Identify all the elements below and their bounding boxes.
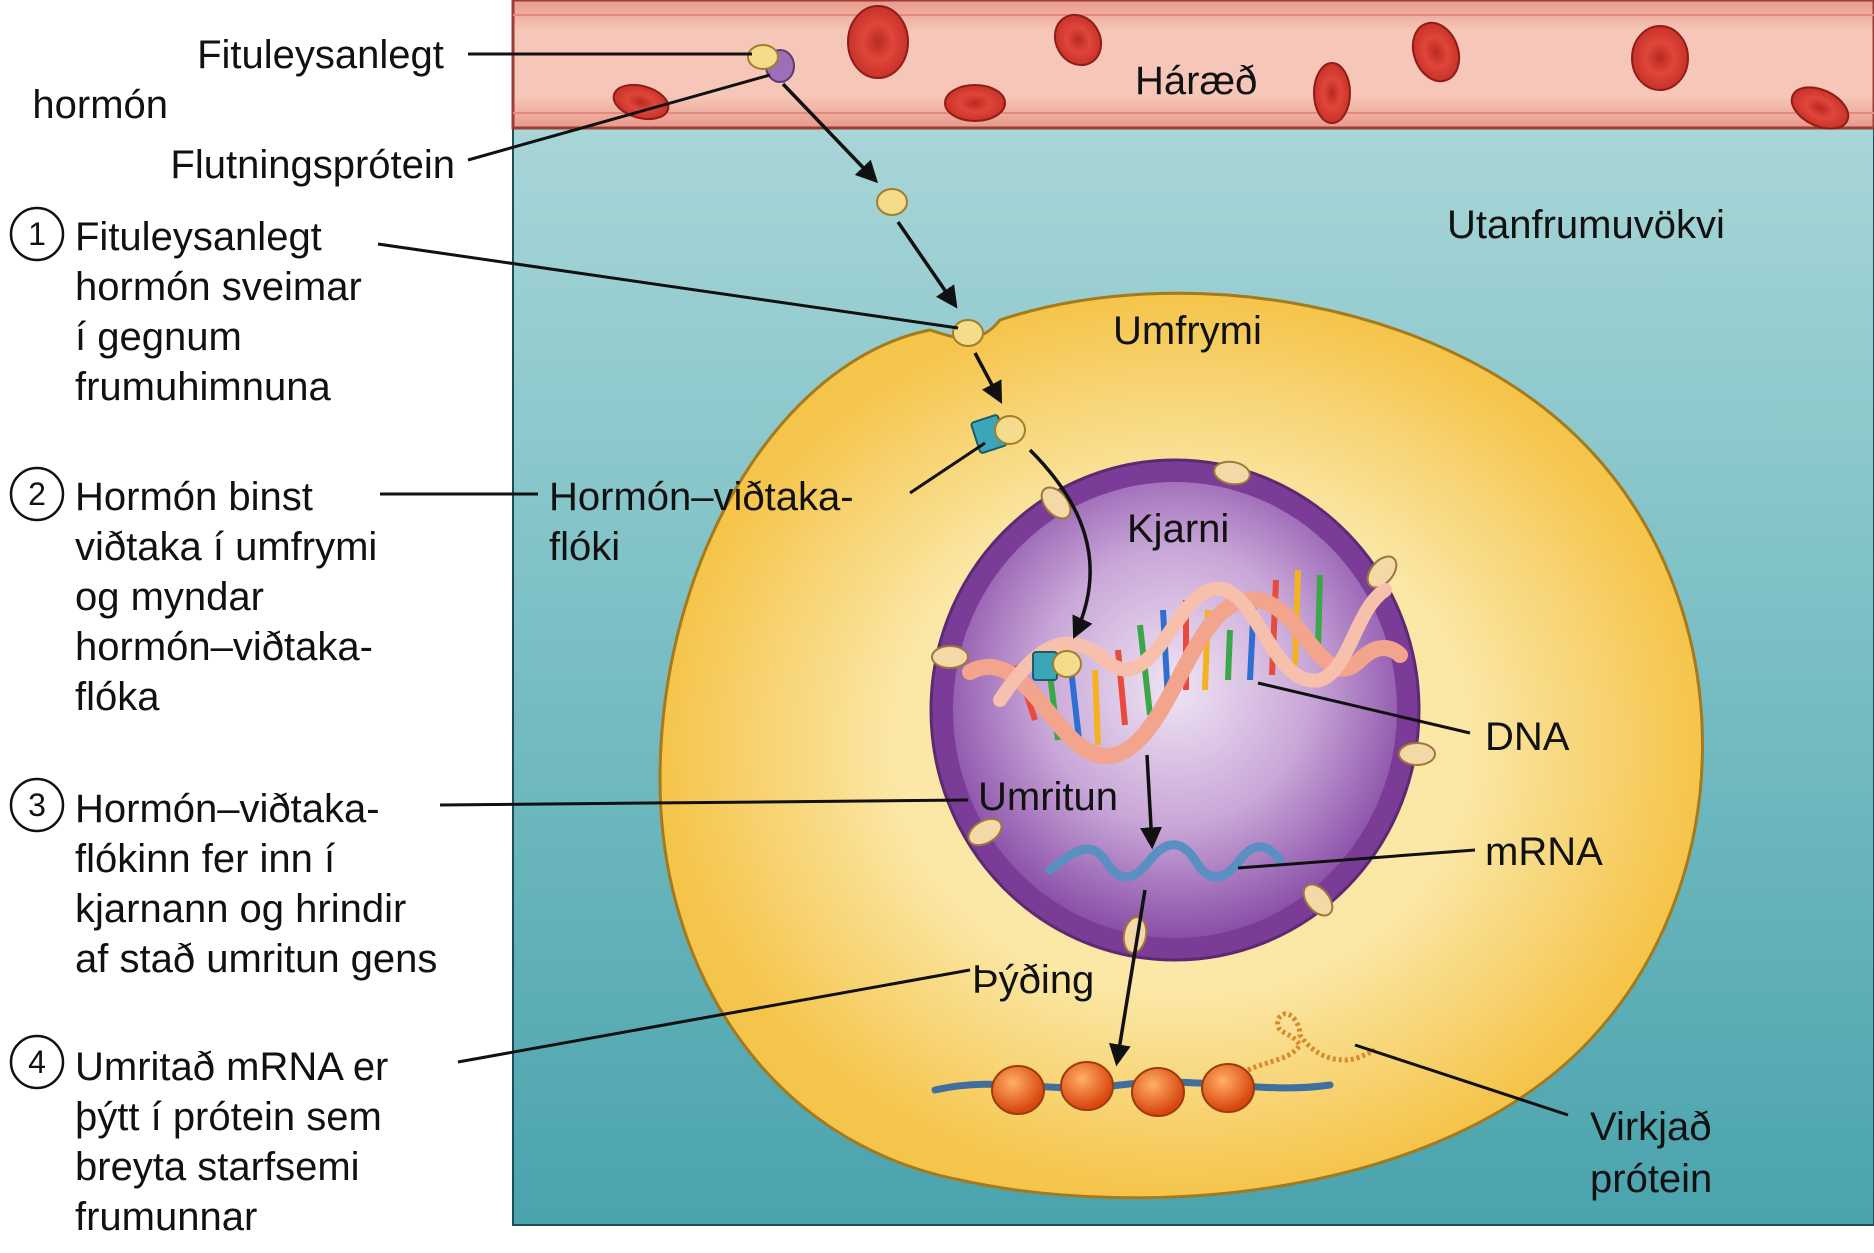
- nucleus-label: Kjarni: [1127, 507, 1229, 551]
- activated-protein-label-line: prótein: [1590, 1157, 1712, 1201]
- step-number: 4: [28, 1044, 46, 1080]
- step-text-line: Umritað mRNA er: [75, 1045, 388, 1089]
- dna-helix: [962, 569, 1408, 765]
- step-1: 1 Fituleysanlegt hormón sveimar í gegnum…: [9, 206, 373, 409]
- step-text-line: frumunnar: [75, 1195, 257, 1239]
- step-text-line: Hormón–viðtaka-: [75, 787, 380, 831]
- red-blood-cell: [944, 84, 1006, 122]
- step-text-line: hormón–viðtaka-: [75, 625, 373, 669]
- protein-chain: [1246, 1011, 1377, 1073]
- cytoplasm-label: Umfrymi: [1113, 309, 1262, 353]
- step-text-line: frumuhimnuna: [75, 365, 331, 409]
- nuclear-pores: [931, 460, 1436, 954]
- step-number-circle: [9, 1034, 65, 1090]
- step-text-line: í gegnum: [75, 315, 242, 359]
- translation-complex: [931, 1011, 1377, 1117]
- step-text-line: og myndar: [75, 575, 264, 619]
- hormone-molecule: [876, 188, 908, 216]
- step-number: 3: [28, 787, 46, 823]
- hormone-transport-complex: [747, 44, 795, 83]
- complex-label-line: Hormón–viðtaka-: [549, 475, 854, 519]
- ribosome: [991, 1065, 1045, 1115]
- step-number: 2: [28, 476, 46, 512]
- step-text-line: breyta starfsemi: [75, 1145, 360, 1189]
- red-blood-cell: [1411, 21, 1461, 83]
- step-text: Umritað mRNA er þýtt í prótein sem breyt…: [75, 1045, 400, 1239]
- translation-label: Þýðing: [972, 958, 1094, 1002]
- capillary-label: Háræð: [1135, 59, 1257, 103]
- activated-protein-label: Virkjað prótein: [1590, 1105, 1723, 1201]
- step-number: 1: [28, 216, 46, 252]
- red-blood-cell: [847, 5, 909, 79]
- red-blood-cell: [1631, 25, 1689, 91]
- hormone-receptor-complex: [970, 414, 1026, 454]
- step-text: Fituleysanlegt hormón sveimar í gegnum f…: [75, 215, 373, 409]
- ribosome: [1060, 1061, 1114, 1111]
- red-blood-cell: [1790, 86, 1850, 130]
- transcription-label: Umritun: [978, 775, 1118, 819]
- ribosome: [1201, 1063, 1255, 1113]
- mrna-strand: [1045, 840, 1285, 882]
- red-blood-cells: [612, 5, 1850, 130]
- step-text-line: viðtaka í umfrymi: [75, 525, 377, 569]
- step-text-line: þýtt í prótein sem: [75, 1095, 382, 1139]
- step-number-circle: [9, 777, 65, 833]
- hormone-molecule: [952, 319, 984, 347]
- step-text-line: kjarnann og hrindir: [75, 887, 406, 931]
- step-text: Hormón binst viðtaka í umfrymi og myndar…: [75, 475, 388, 719]
- step-text: Hormón–viðtaka- flókinn fer inn í kjarna…: [75, 787, 437, 981]
- activated-protein-label-line: Virkjað: [1590, 1105, 1712, 1149]
- step-3: 3 Hormón–viðtaka- flókinn fer inn í kjar…: [9, 777, 437, 981]
- process-arrows: [781, 82, 1163, 1067]
- complex-label: Hormón–viðtaka- flóki: [549, 475, 865, 569]
- step-4: 4 Umritað mRNA er þýtt í prótein sem bre…: [9, 1034, 400, 1239]
- hormone-label-line: Fituleysanlegt: [197, 33, 444, 77]
- extracellular-label: Utanfrumuvökvi: [1447, 203, 1725, 247]
- ribosome: [1131, 1067, 1185, 1117]
- complex-label-line: flóki: [549, 525, 620, 569]
- step-text-line: flóka: [75, 675, 160, 719]
- step-text-line: af stað umritun gens: [75, 937, 437, 981]
- red-blood-cell: [1313, 62, 1351, 124]
- step-number-circle: [9, 466, 65, 522]
- step-text-line: Fituleysanlegt: [75, 215, 322, 259]
- hormone-label: Fituleysanlegt hormón: [32, 33, 455, 127]
- transport-protein-label: Flutningsprótein: [170, 143, 455, 187]
- step-2: 2 Hormón binst viðtaka í umfrymi og mynd…: [9, 466, 388, 719]
- hormone-label-line: hormón: [32, 83, 168, 127]
- step-number-circle: [9, 206, 65, 262]
- dna-bound-complex: [1032, 650, 1082, 681]
- step-text-line: Hormón binst: [75, 475, 313, 519]
- mrna-label: mRNA: [1485, 830, 1603, 874]
- leader-lines: [377, 52, 1569, 1117]
- hormone-molecule: [747, 44, 779, 70]
- red-blood-cell: [612, 83, 670, 121]
- step-text-line: hormón sveimar: [75, 265, 362, 309]
- red-blood-cell: [1053, 13, 1103, 67]
- dna-label: DNA: [1485, 715, 1570, 759]
- step-text-line: flókinn fer inn í: [75, 837, 335, 881]
